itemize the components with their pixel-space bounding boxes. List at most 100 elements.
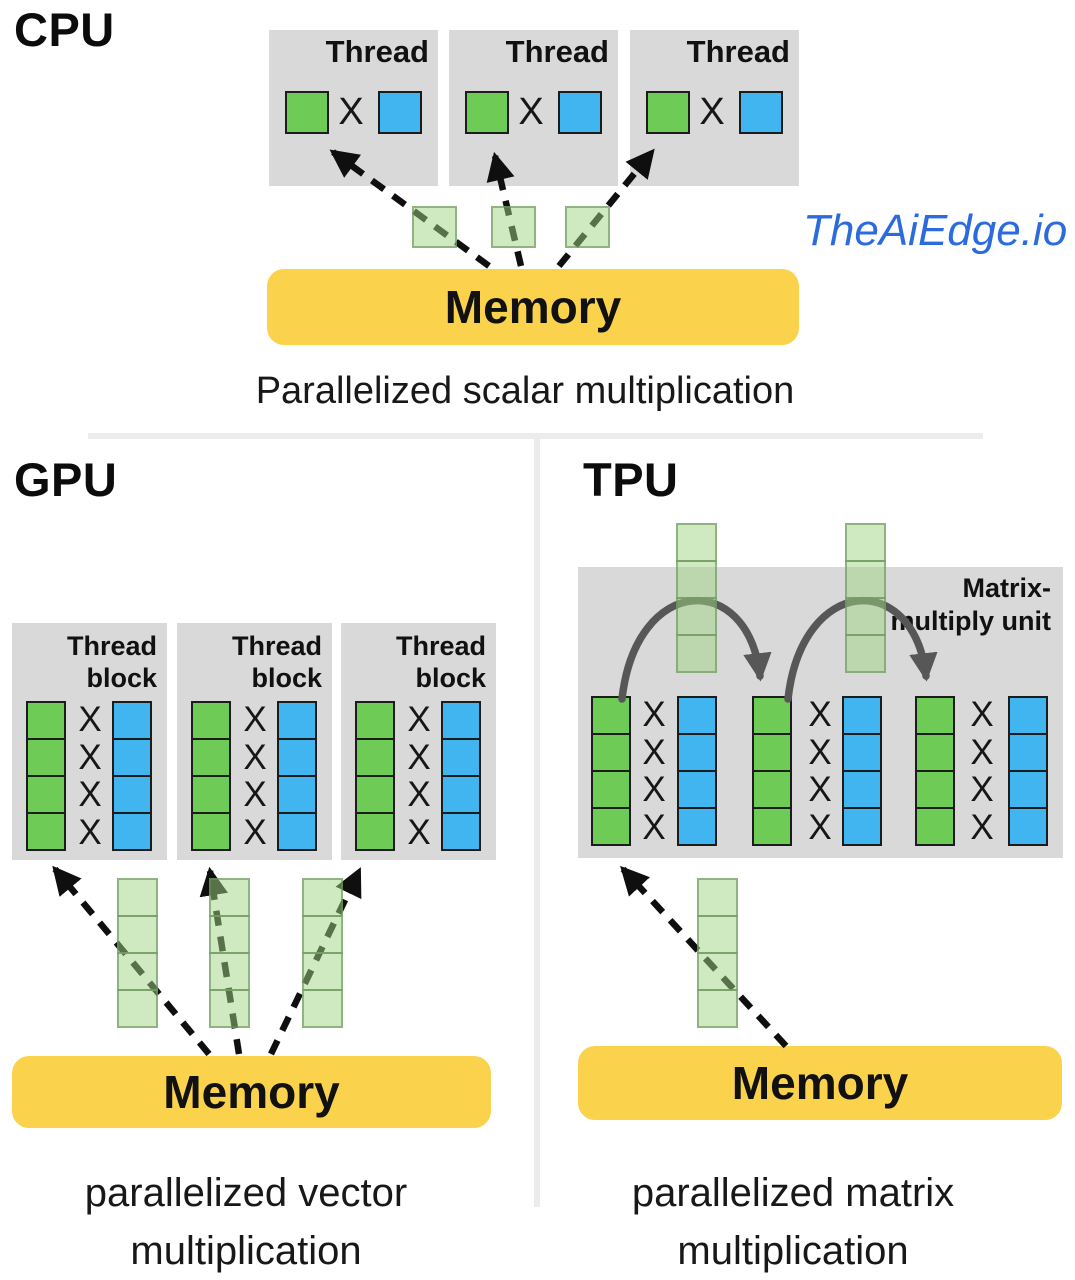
cpu-title: CPU (14, 3, 115, 56)
green-operand-square (465, 91, 509, 134)
multiply-symbol: X (970, 732, 994, 772)
tpu-memory-vector (697, 878, 738, 1028)
tpu-streaming-vector-1 (676, 523, 717, 673)
green-vector-cell (591, 770, 631, 809)
cpu-caption: Parallelized scalar multiplication (255, 370, 795, 412)
cpu-thread-label: Thread (325, 34, 429, 69)
gpu-memory-vector-1 (117, 878, 158, 1028)
green-vector-cell (191, 701, 231, 740)
green-vector-column (26, 701, 66, 851)
memory-vector-cell (697, 989, 738, 1028)
multiply-symbol: X (642, 770, 666, 809)
blue-vector-cell (677, 770, 717, 809)
multiply-symbol: X (78, 737, 102, 777)
blue-vector-cell (1008, 696, 1048, 735)
gpu-memory-label: Memory (163, 1066, 340, 1118)
blue-vector-cell (277, 701, 317, 740)
green-vector-cell (915, 770, 955, 809)
multiply-symbol: X (518, 91, 544, 133)
green-vector-column (591, 696, 631, 846)
blue-vector-cell (441, 738, 481, 777)
multiply-symbol: X (243, 737, 267, 777)
memory-vector-cell (209, 989, 250, 1028)
blue-vector-cell (842, 770, 882, 809)
watermark: TheAiEdge.io (803, 206, 1068, 255)
blue-vector-cell (1008, 807, 1048, 846)
blue-vector-column (277, 701, 317, 851)
multiply-symbol: X (970, 695, 994, 734)
green-vector-column (915, 696, 955, 846)
memory-vector-cell (209, 878, 250, 917)
blue-vector-column (1008, 696, 1048, 846)
green-vector-cell (191, 775, 231, 814)
green-vector-cell (355, 812, 395, 851)
green-vector-cell (26, 701, 66, 740)
blue-vector-cell (112, 812, 152, 851)
section-divider-horizontal (88, 433, 983, 439)
blue-vector-cell (842, 696, 882, 735)
memory-vector-cell (117, 952, 158, 991)
tpu-streaming-vector-2 (845, 523, 886, 673)
multiply-symbol: X (808, 695, 832, 734)
multiply-symbol: X (642, 695, 666, 734)
gpu-memory-vector-2 (209, 878, 250, 1028)
section-divider-vertical (534, 437, 540, 1207)
green-vector-cell (752, 733, 792, 772)
green-vector-cell (752, 770, 792, 809)
cpu-memory-scalar-1 (412, 206, 457, 248)
multiply-symbol: X (407, 700, 431, 739)
blue-vector-cell (842, 733, 882, 772)
memory-vector-cell (845, 597, 886, 636)
blue-vector-cell (441, 701, 481, 740)
blue-vector-cell (112, 701, 152, 740)
blue-vector-column (842, 696, 882, 846)
tpu-memory-box: Memory (578, 1046, 1062, 1120)
blue-vector-cell (441, 775, 481, 814)
blue-vector-cell (277, 775, 317, 814)
memory-vector-cell (676, 560, 717, 599)
tpu-unit-label: Matrix-multiply unit (890, 573, 1051, 636)
multiply-symbol: X (808, 807, 832, 847)
green-vector-cell (355, 701, 395, 740)
tpu-memory-label: Memory (731, 1057, 909, 1109)
cpu-memory-scalar-2 (491, 206, 536, 248)
multiply-symbol: X (970, 807, 994, 847)
green-vector-cell (355, 738, 395, 777)
memory-vector-cell (302, 952, 343, 991)
green-vector-cell (26, 812, 66, 851)
blue-operand-square (739, 91, 783, 134)
blue-vector-cell (112, 775, 152, 814)
blue-vector-cell (677, 807, 717, 846)
memory-vector-cell (117, 915, 158, 954)
multiply-symbol: X (78, 775, 102, 814)
multiply-symbol: X (243, 812, 267, 852)
cpu-thread-box-3: Thread X (630, 30, 799, 186)
cpu-thread-box-1: Thread X (269, 30, 438, 186)
multiply-symbol: X (642, 807, 666, 847)
green-vector-cell (26, 775, 66, 814)
gpu-title: GPU (14, 453, 118, 506)
memory-vector-cell (117, 878, 158, 917)
blue-vector-cell (677, 733, 717, 772)
green-vector-cell (591, 696, 631, 735)
green-operand-square (646, 91, 690, 134)
multiply-symbol: X (699, 91, 725, 133)
green-vector-cell (191, 738, 231, 777)
cpu-thread-box-2: Thread X (449, 30, 618, 186)
green-vector-column (752, 696, 792, 846)
green-vector-cell (591, 733, 631, 772)
green-vector-cell (26, 738, 66, 777)
blue-vector-cell (277, 812, 317, 851)
blue-vector-cell (842, 807, 882, 846)
